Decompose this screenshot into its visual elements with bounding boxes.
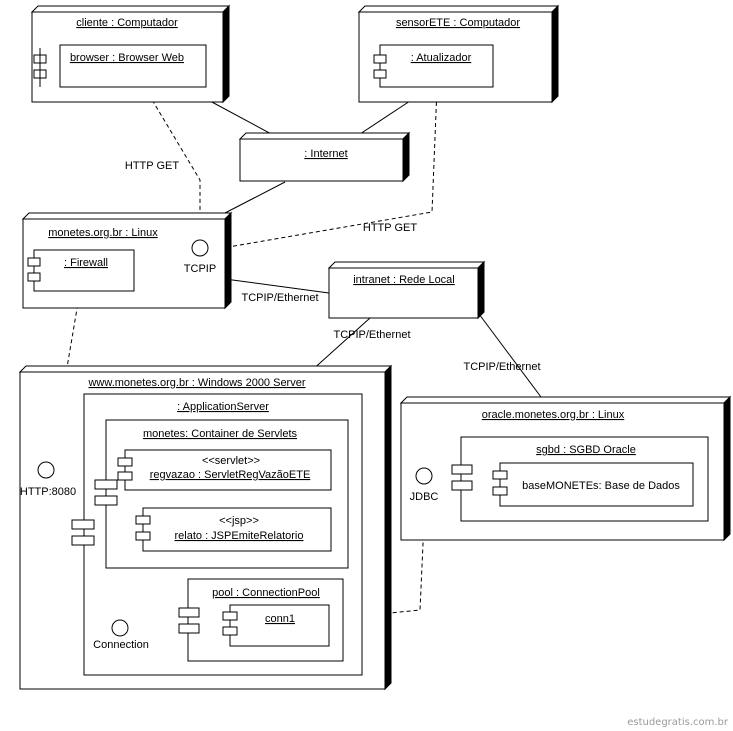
node-www-label: www.monetes.org.br : Windows 2000 Server [87,377,305,389]
component-container[interactable]: monetes: Container de Servlets <<servlet… [94,419,349,569]
component-firewall-label: : Firewall [64,257,108,269]
link-label-tcpip-ethernet-2: TCPIP/Ethernet [333,329,410,341]
link-sensor-internet [356,100,411,137]
component-port-icon [27,257,41,267]
component-port-icon [451,480,473,491]
component-base[interactable]: baseMONETEs: Base de Dados [492,462,694,507]
link-label-tcpip-ethernet-1: TCPIP/Ethernet [241,292,318,304]
component-sgbd-label: sgbd : SGBD Oracle [536,444,636,456]
component-port-icon [373,54,387,64]
component-port-icon [94,479,118,490]
interface-jdbc-label: JDBC [410,491,439,503]
component-port-icon [492,470,508,480]
component-conn1-label: conn1 [265,613,295,625]
node-sensor[interactable]: sensorETE : Computador : Atualizador [357,4,560,104]
component-pool[interactable]: pool : ConnectionPool conn1 [178,578,344,662]
component-firewall[interactable]: : Firewall [27,249,135,292]
link-label-http-get-2: HTTP GET [363,222,417,234]
interface-connection-icon[interactable] [111,619,129,637]
component-port-icon [117,457,133,467]
component-pool-label: pool : ConnectionPool [212,587,320,599]
component-port-icon [373,69,387,79]
component-appserver[interactable]: : ApplicationServer monetes: Container d… [71,393,363,676]
interface-http8080-icon[interactable] [37,461,55,479]
dependency-atualizador-tcpip [211,87,438,250]
node-www[interactable]: www.monetes.org.br : Windows 2000 Server… [18,364,393,691]
component-container-label: monetes: Container de Servlets [143,428,298,440]
component-port-icon [222,626,238,636]
component-port-icon [117,471,133,481]
link-intranet-oracle [475,309,542,398]
component-jsp-label: relato : JSPEmiteRelatorio [175,530,304,542]
node-sensor-label: sensorETE : Computador [396,17,520,29]
component-browser-label: browser : Browser Web [70,52,184,64]
link-intranet-www [309,317,371,373]
node-oracle[interactable]: oracle.monetes.org.br : Linux JDBC sgbd … [399,395,732,542]
component-port-icon [135,515,151,525]
component-appserver-label: : ApplicationServer [177,401,269,413]
component-servlet-label: regvazao : ServletRegVazãoETE [150,469,311,481]
node-internet-label: : Internet [304,148,347,160]
component-servlet[interactable]: <<servlet>> regvazao : ServletRegVazãoET… [117,449,332,491]
watermark: estudegratis.com.br [627,717,729,728]
component-base-label: baseMONETEs: Base de Dados [522,480,680,492]
component-port-icon [492,486,508,496]
link-monetes-intranet [224,278,330,294]
node-intranet-label: intranet : Rede Local [353,274,455,286]
node-cliente[interactable]: cliente : Computador browser : Browser W… [30,4,231,104]
component-port-icon [222,611,238,621]
component-port-icon [178,607,200,618]
component-jsp-stereotype: <<jsp>> [219,515,259,527]
node-cliente-label: cliente : Computador [76,17,178,29]
link-label-tcpip-ethernet-3: TCPIP/Ethernet [463,361,540,373]
node-monetes[interactable]: monetes.org.br : Linux : Firewall TCPIP [21,211,233,310]
link-cliente-internet [209,100,276,137]
interface-http8080-label: HTTP:8080 [20,486,76,498]
node-monetes-label: monetes.org.br : Linux [48,227,158,239]
component-port-icon [94,495,118,506]
interface-tcpip-icon[interactable] [191,239,209,257]
component-port-icon [451,464,473,475]
link-label-http-get-1: HTTP GET [125,160,179,172]
interface-tcpip-label: TCPIP [184,263,216,275]
interface-connection-label: Connection [93,639,149,651]
node-internet[interactable]: : Internet [238,131,411,183]
component-sgbd[interactable]: sgbd : SGBD Oracle baseMONETEs: Base de … [451,436,709,522]
component-conn1[interactable]: conn1 [222,604,330,647]
component-atualizador[interactable]: : Atualizador [373,44,494,88]
component-port-icon [71,535,95,546]
component-jsp[interactable]: <<jsp>> relato : JSPEmiteRelatorio [135,507,332,552]
link-internet-monetes [224,181,286,214]
component-port-icon [71,519,95,530]
component-port-icon [135,531,151,541]
component-servlet-stereotype: <<servlet>> [202,455,260,467]
node-oracle-label: oracle.monetes.org.br : Linux [482,409,625,421]
node-intranet[interactable]: intranet : Rede Local [327,260,486,320]
interface-jdbc-icon[interactable] [415,467,433,485]
dependency-browser-tcpip [144,87,200,238]
component-port-icon [178,623,200,634]
component-port-icon [27,272,41,282]
component-browser[interactable]: browser : Browser Web [33,44,207,88]
component-atualizador-label: : Atualizador [411,52,472,64]
